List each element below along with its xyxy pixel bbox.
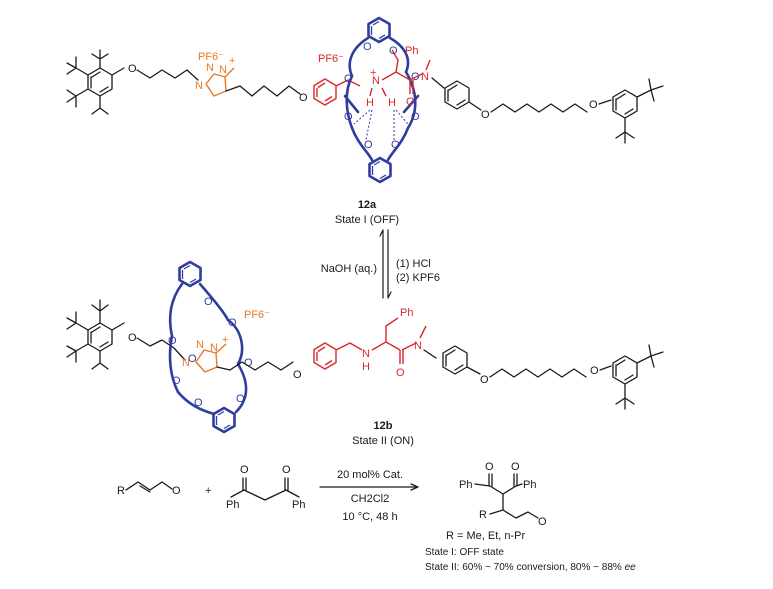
svg-text:O: O xyxy=(389,45,398,57)
svg-text:O: O xyxy=(363,41,372,53)
svg-text:N: N xyxy=(210,342,218,354)
svg-text:O: O xyxy=(168,335,177,347)
triazolium-12b: N N N + PF6⁻ xyxy=(182,309,270,373)
svg-text:O: O xyxy=(406,96,415,108)
svg-text:O: O xyxy=(228,317,237,329)
reverse-condition-1: (1) HCl xyxy=(396,258,431,270)
svg-text:R: R xyxy=(117,485,125,497)
svg-text:+: + xyxy=(229,55,235,67)
compound-12b: O O O O O O O O O N N N + PF6⁻ xyxy=(66,260,664,434)
svg-text:O: O xyxy=(481,109,490,121)
state-label-12a: State I (OFF) xyxy=(335,214,399,226)
propyl-chain xyxy=(136,337,186,361)
svg-text:+: + xyxy=(370,67,376,79)
svg-text:N: N xyxy=(206,62,214,74)
state-label-12b: State II (ON) xyxy=(352,435,414,447)
svg-text:R: R xyxy=(479,509,487,521)
phenyl-label: Ph xyxy=(400,307,413,319)
svg-text:H: H xyxy=(388,97,396,109)
right-stopper-12a xyxy=(598,78,664,144)
svg-text:O: O xyxy=(172,375,181,387)
svg-text:Ph: Ph xyxy=(459,479,472,491)
svg-text:O: O xyxy=(391,139,400,151)
svg-text:O: O xyxy=(396,367,405,379)
butyl-linker xyxy=(225,85,301,97)
svg-text:O: O xyxy=(364,139,373,151)
svg-text:O: O xyxy=(511,461,520,473)
propyl-chain xyxy=(136,69,188,79)
svg-text:N: N xyxy=(219,64,227,76)
svg-text:O: O xyxy=(204,296,213,308)
svg-text:O: O xyxy=(172,485,181,497)
crotonaldehyde: R O xyxy=(117,481,181,497)
pf6-anion: PF6⁻ xyxy=(244,309,270,321)
svg-text:N: N xyxy=(196,339,204,351)
compound-label-12a: 12a xyxy=(358,199,377,211)
ether-oxygen: O xyxy=(128,63,137,75)
svg-text:+: + xyxy=(222,334,228,346)
svg-text:O: O xyxy=(485,461,494,473)
r-group-definition: R = Me, Et, n-Pr xyxy=(446,530,525,542)
state1-result: State I: OFF state xyxy=(425,547,504,558)
svg-text:O: O xyxy=(538,516,547,528)
svg-text:O: O xyxy=(590,365,599,377)
svg-text:O: O xyxy=(344,73,353,85)
ammonium-amide-12a: N + H H Ph O N xyxy=(366,45,431,109)
pf6-anion-b: PF6⁻ xyxy=(318,53,344,65)
state2-result: State II: 60% ~ 70% conversion, 80% ~ 88… xyxy=(425,562,636,573)
svg-text:O: O xyxy=(194,397,203,409)
svg-text:O: O xyxy=(589,99,598,111)
right-stopper-12b xyxy=(599,344,664,410)
michael-adduct: O O Ph Ph R O xyxy=(459,461,547,528)
reaction-arrow xyxy=(319,483,419,491)
svg-text:N: N xyxy=(414,340,422,352)
hexyl-chain xyxy=(489,368,587,378)
triazolium-12a: N N N + PF6⁻ xyxy=(195,51,235,97)
svg-text:O: O xyxy=(411,111,420,123)
svg-text:N: N xyxy=(421,71,429,83)
svg-text:O: O xyxy=(240,464,249,476)
reverse-condition-2: (2) KPF6 xyxy=(396,272,440,284)
svg-text:Ph: Ph xyxy=(523,479,536,491)
plus-sign: + xyxy=(205,485,211,497)
svg-text:Ph: Ph xyxy=(292,499,305,511)
ether-oxygen: O xyxy=(299,92,308,104)
svg-text:O: O xyxy=(282,464,291,476)
left-stopper-12b xyxy=(66,299,125,370)
svg-text:O: O xyxy=(188,353,197,365)
temperature-time: 10 °C, 48 h xyxy=(342,511,397,523)
butyl-linker xyxy=(216,361,294,371)
svg-text:O: O xyxy=(344,111,353,123)
svg-text:O: O xyxy=(244,357,253,369)
switching-arrows xyxy=(379,229,392,299)
benzyl-link xyxy=(335,79,361,87)
amine-amide-12b: N H Ph O N xyxy=(313,307,427,379)
svg-text:N: N xyxy=(362,348,370,360)
solvent: CH2Cl2 xyxy=(351,493,390,505)
phenyl-label: Ph xyxy=(405,45,418,57)
svg-text:Ph: Ph xyxy=(226,499,239,511)
svg-text:N: N xyxy=(195,80,203,92)
compound-12a: O N N N + PF6⁻ O PF6⁻ O O O xyxy=(66,16,664,184)
chain-link xyxy=(186,69,199,81)
svg-text:O: O xyxy=(293,369,302,381)
svg-text:H: H xyxy=(366,97,374,109)
pf6-anion-a: PF6⁻ xyxy=(198,51,224,63)
svg-text:N: N xyxy=(182,357,190,369)
crown-ether-12b: O O O O O O O O xyxy=(168,260,253,434)
forward-condition: NaOH (aq.) xyxy=(321,263,377,275)
dibenzoylmethane: O O Ph Ph xyxy=(226,464,305,511)
svg-text:O: O xyxy=(236,393,245,405)
svg-text:O: O xyxy=(480,374,489,386)
svg-text:N: N xyxy=(372,75,380,87)
compound-label-12b: 12b xyxy=(374,420,393,432)
svg-text:O: O xyxy=(128,332,137,344)
catalyst-loading: 20 mol% Cat. xyxy=(337,469,403,481)
svg-text:H: H xyxy=(362,361,370,373)
hexyl-chain xyxy=(490,103,588,113)
left-stopper-12a xyxy=(66,49,125,115)
crown-ether-12a: O O O O O O O O xyxy=(343,16,420,184)
